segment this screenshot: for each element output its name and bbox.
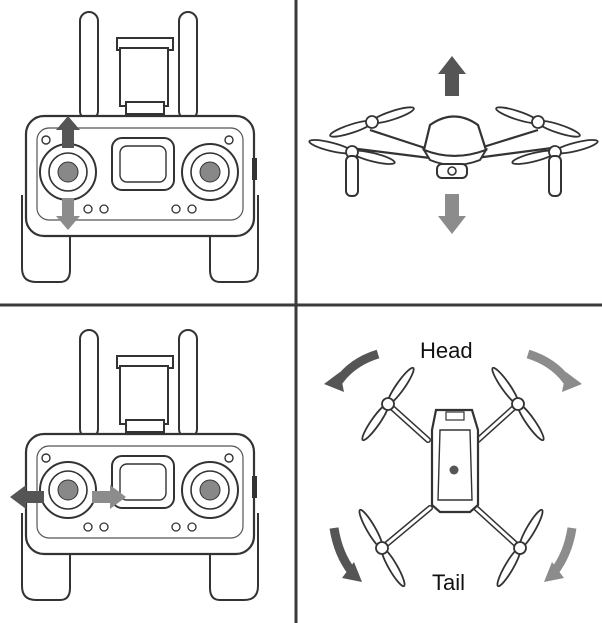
panel-throttle-remote [20,10,260,284]
down-arrow-icon [438,194,466,234]
remote-controller [20,10,260,284]
head-label: Head [420,338,473,363]
remote-controller [20,328,260,602]
up-arrow-icon [438,56,466,96]
left-arrow-icon [10,485,44,509]
tail-label: Tail [432,570,465,595]
down-arrow-icon [56,198,80,230]
rotate-clockwise-icon [526,349,582,392]
panel-yaw-remote [10,328,260,602]
rotate-clockwise-icon [544,527,577,582]
panel-rotate: Head Tail [324,338,582,595]
rotate-counterclockwise-icon [324,349,380,392]
panel-ascend-descend [306,56,601,234]
up-arrow-icon [56,116,80,148]
rotate-counterclockwise-icon [329,527,362,582]
right-arrow-icon [92,485,126,509]
